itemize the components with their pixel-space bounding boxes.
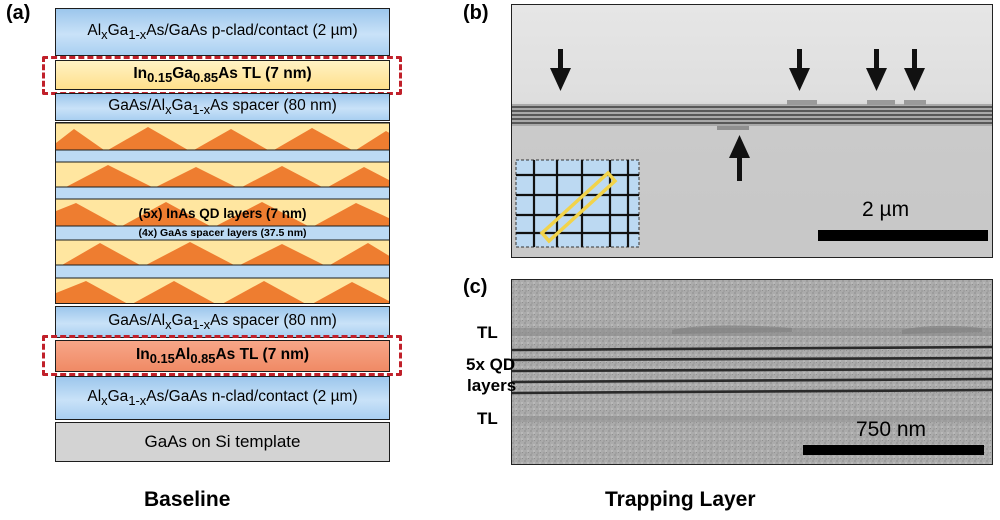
ingaas-tl-label: In0.15Ga0.85As TL (7 nm) [133, 64, 312, 86]
qd-layers-label: (5x) InAs QD layers (7 nm) [138, 206, 307, 221]
panel-label-b: (b) [463, 2, 489, 24]
qd-layer-2 [56, 161, 389, 188]
defect-arrow-up [729, 135, 750, 181]
tem-c-qd-lines [512, 345, 992, 395]
n-clad-label: AlxGa1-xAs/GaAs n-clad/contact (2 µm) [87, 387, 358, 409]
qd-layer-4 [56, 239, 389, 266]
tem-c-scale-label: 750 nm [856, 418, 927, 441]
tem-c-label-tl-bottom: TL [477, 409, 498, 428]
upper-spacer-label: GaAs/AlxGa1-xAs spacer (80 nm) [108, 96, 337, 118]
tem-c-scale-bar [803, 445, 984, 455]
gaas-spacer-layers-label: (4x) GaAs spacer layers (37.5 nm) [138, 227, 307, 239]
defect-arrow-1 [550, 49, 571, 91]
substrate-layer: GaAs on Si template [55, 422, 390, 462]
trapping-layer-caption: Trapping Layer [605, 488, 756, 511]
tem-image-b [511, 4, 993, 258]
qd-layer-3 [56, 198, 389, 227]
panel-label-c: (c) [463, 276, 488, 298]
tem-b-qd-lines [512, 106, 992, 124]
tem-b-inset [515, 159, 640, 248]
ingaas-trapping-layer: In0.15Ga0.85As TL (7 nm) [55, 60, 390, 90]
tem-c-label-tl-top: TL [477, 323, 498, 342]
qd-stack-drawing [56, 123, 389, 303]
upper-spacer-layer: GaAs/AlxGa1-xAs spacer (80 nm) [55, 93, 390, 121]
defect-arrow-4 [904, 49, 925, 91]
inalas-trapping-layer: In0.15Al0.85As TL (7 nm) [55, 340, 390, 372]
tem-b-scale-bar [818, 230, 988, 241]
ingaas-tl-highlight-box [42, 56, 402, 95]
n-clad-layer: AlxGa1-xAs/GaAs n-clad/contact (2 µm) [55, 376, 390, 420]
tem-c-label-qd-line2: layers [467, 376, 517, 395]
inalas-tl-highlight-box [42, 335, 402, 376]
qd-layer-5 [56, 277, 389, 303]
qd-layer-1 [56, 123, 389, 151]
tem-image-c [511, 279, 993, 465]
p-clad-layer: AlxGa1-xAs/GaAs p-clad/contact (2 µm) [55, 8, 390, 56]
inalas-tl-label: In0.15Al0.85As TL (7 nm) [135, 345, 310, 367]
lower-spacer-layer: GaAs/AlxGa1-xAs spacer (80 nm) [55, 306, 390, 338]
qd-stack [55, 122, 390, 304]
p-clad-label: AlxGa1-xAs/GaAs p-clad/contact (2 µm) [87, 21, 358, 43]
lower-spacer-label: GaAs/AlxGa1-xAs spacer (80 nm) [108, 311, 337, 333]
panel-label-a: (a) [6, 2, 31, 24]
tem-b-down-arrows [550, 49, 925, 91]
defect-arrow-2 [789, 49, 810, 91]
baseline-caption: Baseline [144, 488, 231, 511]
tem-c-drawing [512, 280, 992, 464]
tem-b-scale-label: 2 µm [862, 198, 910, 221]
tem-b-drawing [512, 49, 992, 257]
substrate-label: GaAs on Si template [144, 432, 301, 451]
tem-c-label-qd-line1: 5x QD [466, 355, 516, 374]
defect-arrow-3 [866, 49, 887, 91]
